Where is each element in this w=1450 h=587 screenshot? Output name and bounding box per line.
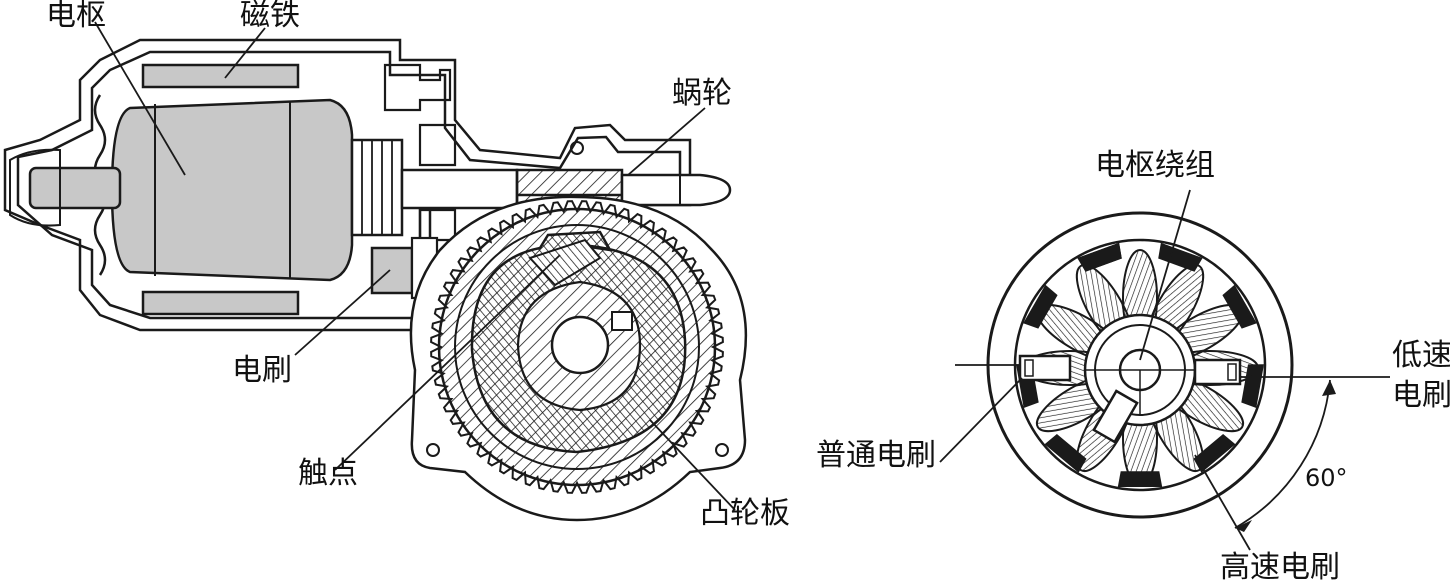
- label-magnet: 磁铁: [240, 0, 300, 33]
- label-contact: 触点: [298, 456, 358, 491]
- high-speed-brush-shape: [1092, 389, 1139, 444]
- shaft-tip: [620, 173, 732, 207]
- brush-arrangement: [939, 189, 1390, 551]
- main-shaft: [400, 168, 519, 210]
- top-bracket: [383, 63, 452, 112]
- label-armature: 电枢: [46, 0, 106, 33]
- label-normal-brush: 普通电刷: [816, 438, 936, 473]
- label-low-speed-2: 电刷: [1392, 378, 1450, 413]
- label-high-speed-brush: 高速电刷: [1220, 550, 1340, 585]
- left-shaft: [28, 166, 122, 210]
- leader-lines-left: [94, 21, 736, 511]
- magnet-top: [141, 63, 300, 89]
- commutator: [350, 138, 404, 237]
- field-pole: [1158, 242, 1203, 272]
- label-cam-plate: 凸轮板: [700, 496, 790, 531]
- label-worm-gear: 蜗轮: [672, 76, 732, 111]
- field-pole: [1077, 242, 1122, 272]
- label-brush: 电刷: [232, 353, 292, 388]
- label-armature-winding: 电枢绕组: [1095, 148, 1215, 183]
- angle-arc: [1234, 379, 1331, 529]
- armature-body: [110, 98, 354, 282]
- label-low-speed-1: 低速: [1392, 338, 1450, 373]
- brush-block: [370, 246, 414, 295]
- magnet-bottom: [141, 290, 300, 316]
- label-angle: 60°: [1305, 464, 1348, 492]
